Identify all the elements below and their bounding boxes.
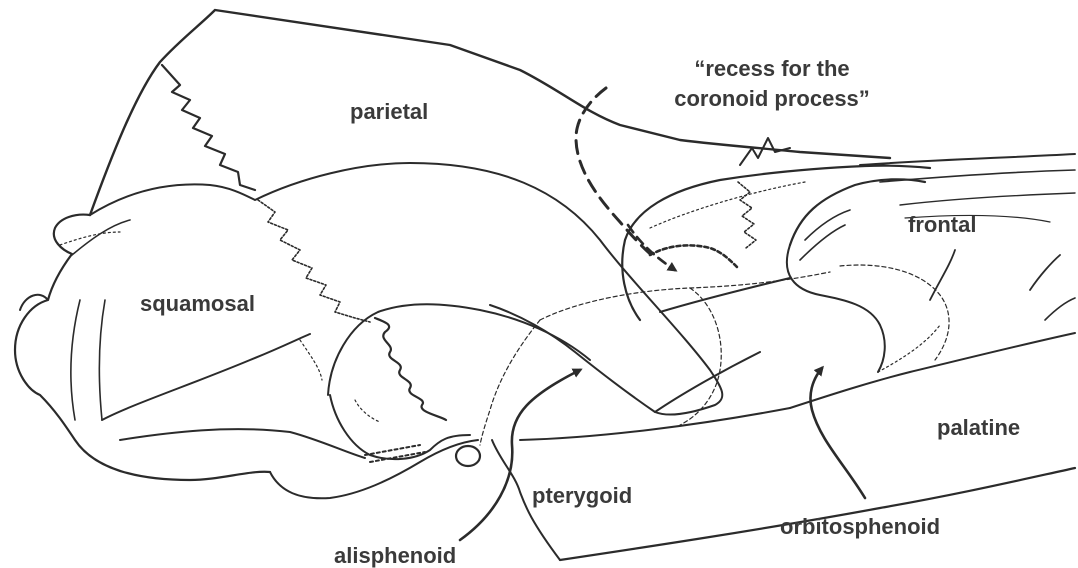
recess-arrow (628, 225, 675, 270)
recess-annotation: “recess for the coronoid process” (672, 54, 872, 114)
dotted-contour-5 (878, 325, 940, 372)
label-pterygoid: pterygoid (532, 485, 632, 507)
dotted-contour-4 (650, 182, 805, 228)
orbit-outline (622, 166, 930, 320)
dotted-contour-3 (355, 400, 380, 422)
recess-annotation-line1: “recess for the (672, 54, 872, 84)
orbitosphenoid-curve (787, 245, 885, 372)
zygomatic-lower (120, 429, 365, 458)
dotted-contour-2 (300, 340, 322, 380)
recess-dashed-loop (576, 88, 655, 258)
frontal-suture-dotted (738, 182, 756, 248)
alisphenoid-outline (328, 304, 590, 395)
frontal-line-b (800, 225, 845, 260)
frontal-line-c (930, 250, 955, 300)
lambdoid-suture (162, 65, 255, 190)
label-alisphenoid: alisphenoid (334, 545, 456, 567)
dashed-contour-4 (840, 265, 949, 360)
alisphenoid-arrow (460, 370, 580, 540)
label-palatine: palatine (937, 417, 1020, 439)
occipital-outline (15, 215, 270, 480)
occipital-inner-3 (99, 300, 105, 420)
nasal-line-1 (860, 154, 1075, 165)
dashed-contour-2 (480, 320, 540, 445)
label-orbitosphenoid: orbitosphenoid (780, 516, 940, 538)
squamosal-arch (90, 163, 722, 414)
palatine-upper (790, 333, 1075, 408)
alisphenoid-suture (375, 318, 446, 420)
alisphenoid-lower (270, 440, 478, 498)
label-squamosal: squamosal (140, 293, 255, 315)
zygomatic-root (102, 334, 310, 420)
occipital-inner-2 (71, 300, 80, 420)
nasal-line-3 (900, 193, 1075, 205)
foramen (456, 446, 480, 466)
label-parietal: parietal (350, 101, 428, 123)
coronal-suture-dotted (258, 200, 370, 322)
alisphenoid-base (330, 395, 470, 459)
label-frontal: frontal (908, 214, 976, 236)
occipital-inner-1 (72, 220, 130, 255)
orbit-floor (660, 278, 790, 312)
orbit-lower (655, 352, 760, 412)
frontal-line-e (1045, 298, 1075, 320)
recess-annotation-line2: coronoid process” (672, 84, 872, 114)
frontal-line-d (1030, 255, 1060, 290)
dotted-contour-1 (60, 232, 120, 245)
recess-arc (650, 245, 738, 268)
